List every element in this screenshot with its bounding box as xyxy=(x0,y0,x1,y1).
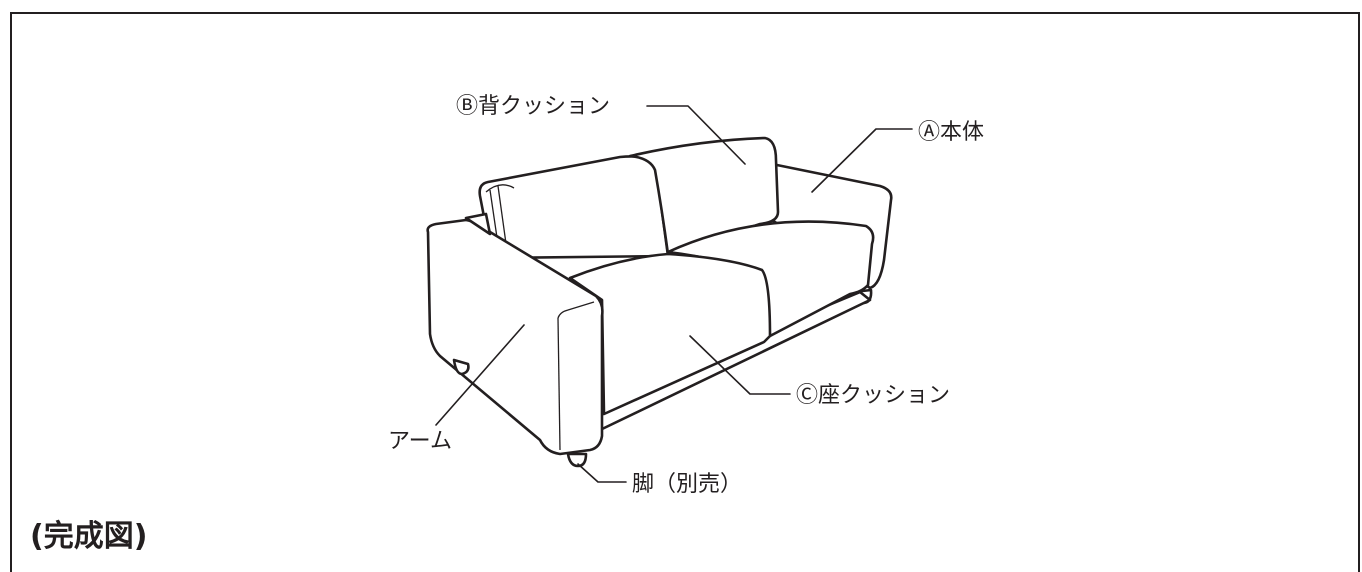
leader-seat-cushion xyxy=(689,335,791,395)
leader-arm xyxy=(435,324,525,426)
back-cushion-right xyxy=(628,136,780,256)
leader-back-cushion xyxy=(646,105,746,165)
diagram-frame xyxy=(10,12,1360,572)
seat-cushion-left xyxy=(568,252,772,416)
label-seat-cushion: Ⓒ座クッション xyxy=(796,383,950,408)
label-body: Ⓐ本体 xyxy=(918,120,984,145)
label-leg: 脚（別売） xyxy=(632,472,742,497)
left-back-leg xyxy=(452,358,470,376)
diagram-title: (完成図) xyxy=(30,519,147,554)
left-arm-back xyxy=(464,212,492,236)
left-front-leg xyxy=(566,452,588,468)
leader-leg xyxy=(577,463,627,483)
label-back-cushion: Ⓑ背クッション xyxy=(456,94,610,119)
leader-body xyxy=(811,128,913,193)
label-arm: アーム xyxy=(388,429,452,454)
sofa-illustration xyxy=(426,136,893,468)
